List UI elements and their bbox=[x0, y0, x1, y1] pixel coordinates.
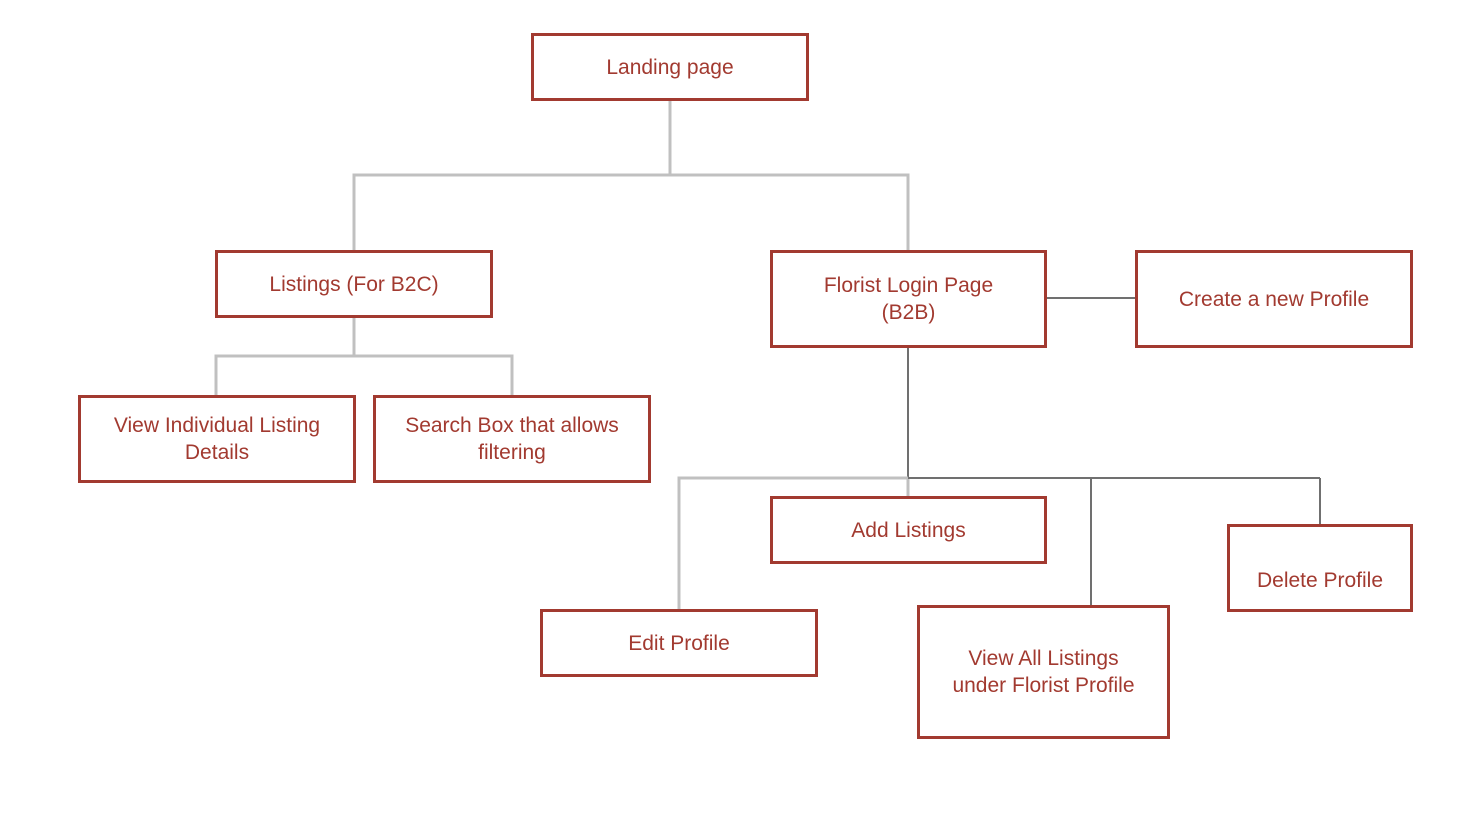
connector-edit-branch bbox=[677, 476, 908, 610]
node-listings-b2c: Listings (For B2C) bbox=[215, 250, 493, 318]
node-label: Listings (For B2C) bbox=[269, 272, 439, 296]
node-label: Florist Login Page (B2B) bbox=[823, 274, 994, 324]
node-landing-page: Landing page bbox=[531, 33, 809, 101]
node-edit-profile: Edit Profile bbox=[540, 609, 818, 677]
node-delete-profile: Delete Profile bbox=[1227, 524, 1413, 612]
node-view-all-listings: View All Listings under Florist Profile bbox=[917, 605, 1170, 739]
node-add-listings: Add Listings bbox=[770, 496, 1047, 564]
node-label: View Individual Listing Details bbox=[113, 414, 321, 464]
node-search-box: Search Box that allows filtering bbox=[373, 395, 651, 483]
node-label: Delete Profile bbox=[1256, 569, 1384, 592]
node-view-listing-details: View Individual Listing Details bbox=[78, 395, 356, 483]
node-label: Search Box that allows filtering bbox=[405, 414, 619, 464]
node-label: Create a new Profile bbox=[1178, 287, 1370, 311]
node-label: View All Listings under Florist Profile bbox=[952, 647, 1135, 697]
connector-listings-branch bbox=[214, 354, 514, 396]
node-label: Landing page bbox=[606, 55, 734, 79]
node-label: Edit Profile bbox=[628, 631, 730, 655]
connector-landing-branch bbox=[352, 173, 910, 250]
node-label: Add Listings bbox=[851, 518, 966, 542]
node-florist-login: Florist Login Page (B2B) bbox=[770, 250, 1047, 348]
node-create-profile: Create a new Profile bbox=[1135, 250, 1413, 348]
